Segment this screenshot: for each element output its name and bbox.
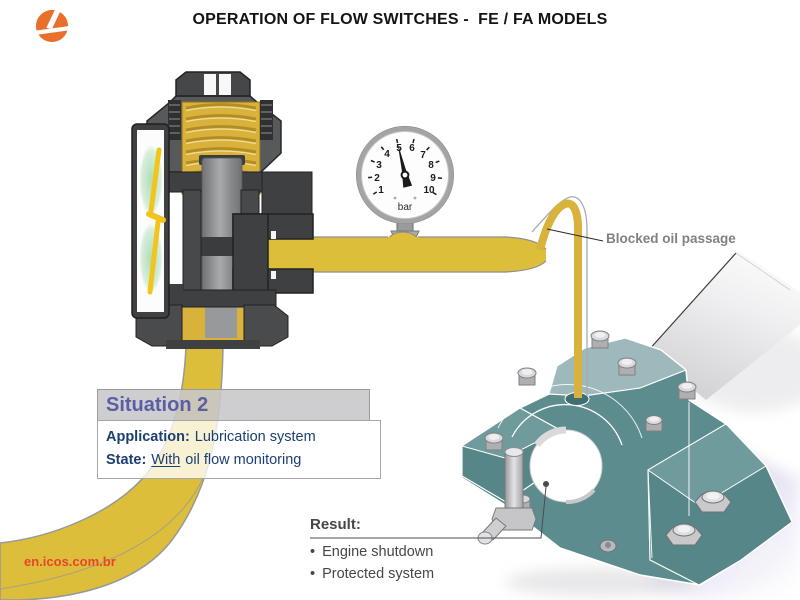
svg-text:4: 4 [384, 149, 390, 160]
bolt [484, 432, 504, 451]
sleeve-left [182, 189, 202, 293]
oil-point-dot [543, 481, 549, 487]
svg-text:10: 10 [423, 185, 435, 196]
gauge-hub [400, 170, 410, 180]
outlet-pipe [267, 236, 547, 273]
small-nut [599, 539, 617, 553]
bearing-top-face [548, 337, 687, 397]
icos-logo [35, 9, 69, 43]
svg-text:8: 8 [428, 160, 434, 171]
svg-text:1: 1 [378, 185, 384, 196]
page-title: OPERATION OF FLOW SWITCHES - FE / FA MOD… [192, 11, 608, 28]
state-row: State: With oil flow monitoring [106, 449, 380, 472]
switch-spring [185, 103, 257, 187]
situation-body: Application: Lubrication system State: W… [97, 420, 381, 479]
switch-right-wing [261, 171, 313, 219]
result-item: • Protected system [310, 563, 434, 585]
contour-arc-2 [497, 384, 643, 439]
gauge-ticks [368, 138, 442, 196]
bullet: • [310, 544, 316, 560]
leader-line-blocked [546, 228, 604, 242]
blocked-oil-passage-label: Blocked oil passage [606, 231, 736, 246]
result-item-text: Engine shutdown [322, 544, 434, 560]
bullet: • [310, 566, 316, 582]
flow-switch [131, 71, 314, 349]
bearing-housing [461, 330, 793, 586]
svg-text:2: 2 [374, 173, 380, 184]
svg-text:9: 9 [430, 173, 436, 184]
application-label: Application: [106, 429, 190, 445]
cap-slot-right [219, 74, 231, 95]
leader-line-result [310, 486, 547, 539]
pressure-gauge: 1 2 3 4 5 6 7 8 9 10 bar [356, 126, 454, 255]
state-value: oil flow monitoring [185, 452, 302, 468]
bolt [617, 357, 637, 376]
tube-outline [531, 196, 588, 396]
contour-arc-1 [511, 403, 623, 446]
cap-slot-left [204, 74, 216, 95]
state-word-underlined: With [151, 452, 181, 468]
state-label: State: [106, 452, 147, 468]
situation-box: Situation 2 Application: Lubrication sys… [97, 389, 389, 479]
application-row: Application: Lubrication system [106, 426, 380, 449]
svg-text:7: 7 [420, 150, 426, 161]
right-foot-top [647, 423, 767, 507]
svg-text:3: 3 [376, 160, 382, 171]
svg-text:6: 6 [409, 143, 415, 154]
result-title: Result: [310, 516, 361, 533]
switch-washer-stacks [168, 100, 273, 140]
contact-lever [146, 147, 166, 295]
shaft [646, 250, 800, 400]
application-value: Lubrication system [194, 429, 316, 445]
outlet-fitting [232, 213, 314, 294]
hex-nut [665, 523, 703, 546]
gauge-unit-label: bar [398, 202, 413, 213]
bolt [590, 330, 610, 349]
shaft-bore [529, 426, 603, 505]
bolt [517, 367, 537, 386]
hex-nut [694, 490, 732, 513]
tube-oil [536, 199, 582, 398]
bolt [645, 415, 663, 432]
result-box: Result: • Engine shutdown • Protected syst… [310, 515, 434, 585]
bolt [677, 381, 697, 400]
switch-window [131, 123, 170, 319]
result-item: • Engine shutdown [310, 541, 434, 563]
oil-tube [531, 196, 588, 398]
result-item-text: Protected system [322, 566, 435, 582]
situation-title: Situation 2 [97, 389, 370, 421]
watermark: en.icos.com.br [24, 554, 116, 569]
